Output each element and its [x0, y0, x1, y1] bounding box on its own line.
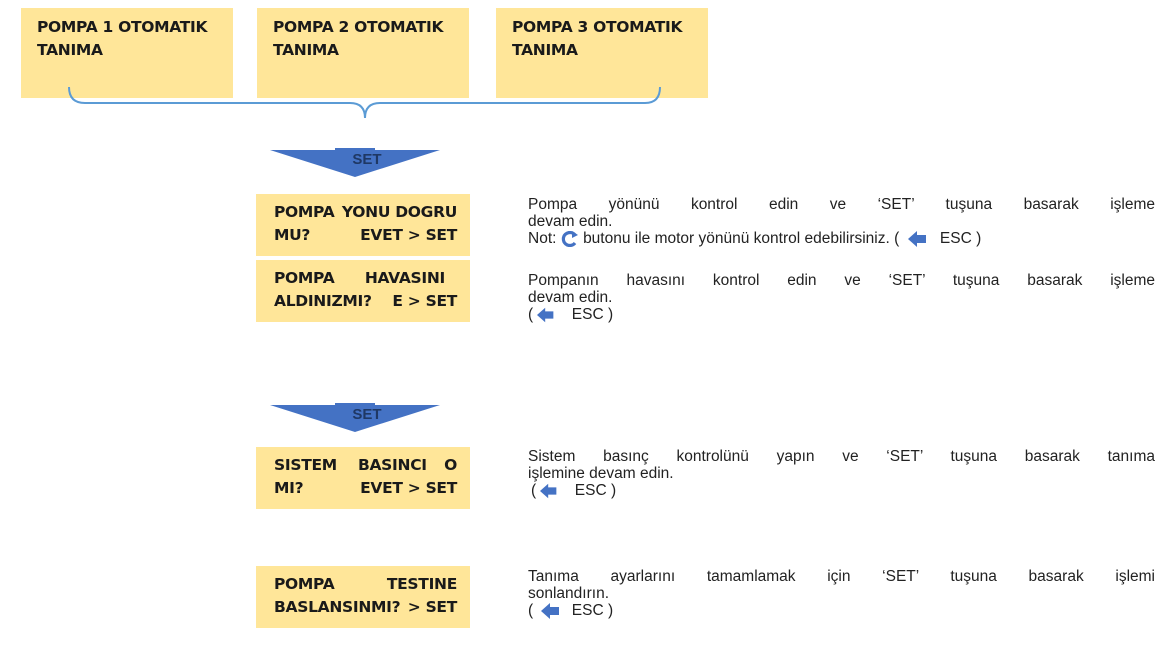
step-text: ALDINIZMI?	[274, 292, 372, 310]
description-esc-line: ( ESC )	[528, 306, 1155, 323]
step-box-sistem-basinci: SISTEM BASINCI O MI? EVET > SET	[256, 447, 470, 509]
top-box-line1: POMPA 2 OTOMATIK	[273, 18, 444, 36]
step-text: E > SET	[392, 292, 457, 310]
set-arrow-label: SET	[352, 406, 382, 423]
description-pompa-yonu: Pompa yönünü kontrol edin ve ‘SET’ tuşun…	[528, 196, 1155, 247]
step-text: MI?	[274, 479, 304, 497]
step-text: HAVASINI	[364, 269, 445, 287]
esc-label: ESC )	[939, 230, 982, 247]
description-esc-line: ( ESC )	[528, 602, 1155, 619]
set-arrow-1	[270, 148, 440, 177]
note-prefix: Not:	[528, 230, 557, 247]
esc-label: ESC )	[571, 306, 614, 323]
description-note: Not: butonu ile motor yönünü kontrol ede…	[528, 230, 1155, 247]
left-arrow-icon	[541, 602, 560, 619]
step-box-pompa-yonu: POMPA YONU DOGRU MU? EVET > SET	[256, 194, 470, 256]
top-box-pompa-3: POMPA 3 OTOMATIK TANIMA	[496, 8, 708, 98]
step-text: YONU DOGRU	[341, 203, 457, 221]
description-text: Tanıma ayarlarını tamamlamak için ‘SET’ …	[528, 568, 1155, 585]
top-box-line1: POMPA 1 OTOMATIK	[37, 18, 208, 36]
top-box-line2: TANIMA	[273, 41, 339, 59]
grouping-bracket	[68, 86, 661, 119]
description-pompa-havasi: Pompanın havasını kontrol edin ve ‘SET’ …	[528, 272, 1155, 323]
note-text: butonu ile motor yönünü kontrol edebilir…	[583, 230, 900, 247]
step-text: SISTEM BASINCI	[274, 456, 427, 474]
step-box-pompa-havasini: POMPA HAVASINI ALDINIZMI? E > SET	[256, 260, 470, 322]
description-text: devam edin.	[528, 289, 613, 306]
step-text: TESTINE	[386, 575, 457, 593]
top-box-pompa-1: POMPA 1 OTOMATIK TANIMA	[21, 8, 233, 98]
description-text: sonlandırın.	[528, 585, 609, 602]
top-box-pompa-2: POMPA 2 OTOMATIK TANIMA	[257, 8, 469, 98]
description-esc-line: ( ESC )	[528, 482, 1155, 499]
description-text: Pompanın havasını kontrol edin ve ‘SET’ …	[528, 272, 1155, 289]
description-text: Sistem basınç kontrolünü yapın ve ‘SET’ …	[528, 448, 1155, 465]
refresh-icon	[561, 230, 578, 247]
set-arrow-label: SET	[352, 151, 382, 168]
paren-open: (	[528, 306, 534, 323]
paren-open: (	[531, 482, 537, 499]
step-text: > SET	[407, 598, 458, 616]
step-text: POMPA	[274, 575, 335, 593]
step-box-pompa-testine: POMPA TESTINE BASLANSINMI? > SET	[256, 566, 470, 628]
step-text: POMPA	[274, 203, 335, 221]
description-text: Pompa yönünü kontrol edin ve ‘SET’ tuşun…	[528, 196, 1155, 213]
step-text: EVET > SET	[360, 479, 457, 497]
description-text: devam edin.	[528, 213, 613, 230]
top-box-line1: POMPA 3 OTOMATIK	[512, 18, 683, 36]
description-tanima: Tanıma ayarlarını tamamlamak için ‘SET’ …	[528, 568, 1155, 619]
description-text: işlemine devam edin.	[528, 465, 674, 482]
step-text: EVET > SET	[360, 226, 457, 244]
left-arrow-icon	[907, 230, 926, 247]
paren-open: (	[528, 602, 534, 619]
top-box-line2: TANIMA	[37, 41, 103, 59]
step-text: POMPA	[274, 269, 335, 287]
top-box-line2: TANIMA	[512, 41, 578, 59]
esc-label: ESC )	[574, 482, 617, 499]
description-sistem-basinci: Sistem basınç kontrolünü yapın ve ‘SET’ …	[528, 448, 1155, 499]
left-arrow-icon	[540, 483, 557, 499]
step-text: O	[444, 456, 457, 474]
set-arrow-3	[270, 403, 440, 432]
step-text: BASLANSINMI?	[274, 598, 401, 616]
step-text: MU?	[274, 226, 311, 244]
left-arrow-icon	[537, 307, 554, 323]
esc-label: ESC )	[571, 602, 614, 619]
